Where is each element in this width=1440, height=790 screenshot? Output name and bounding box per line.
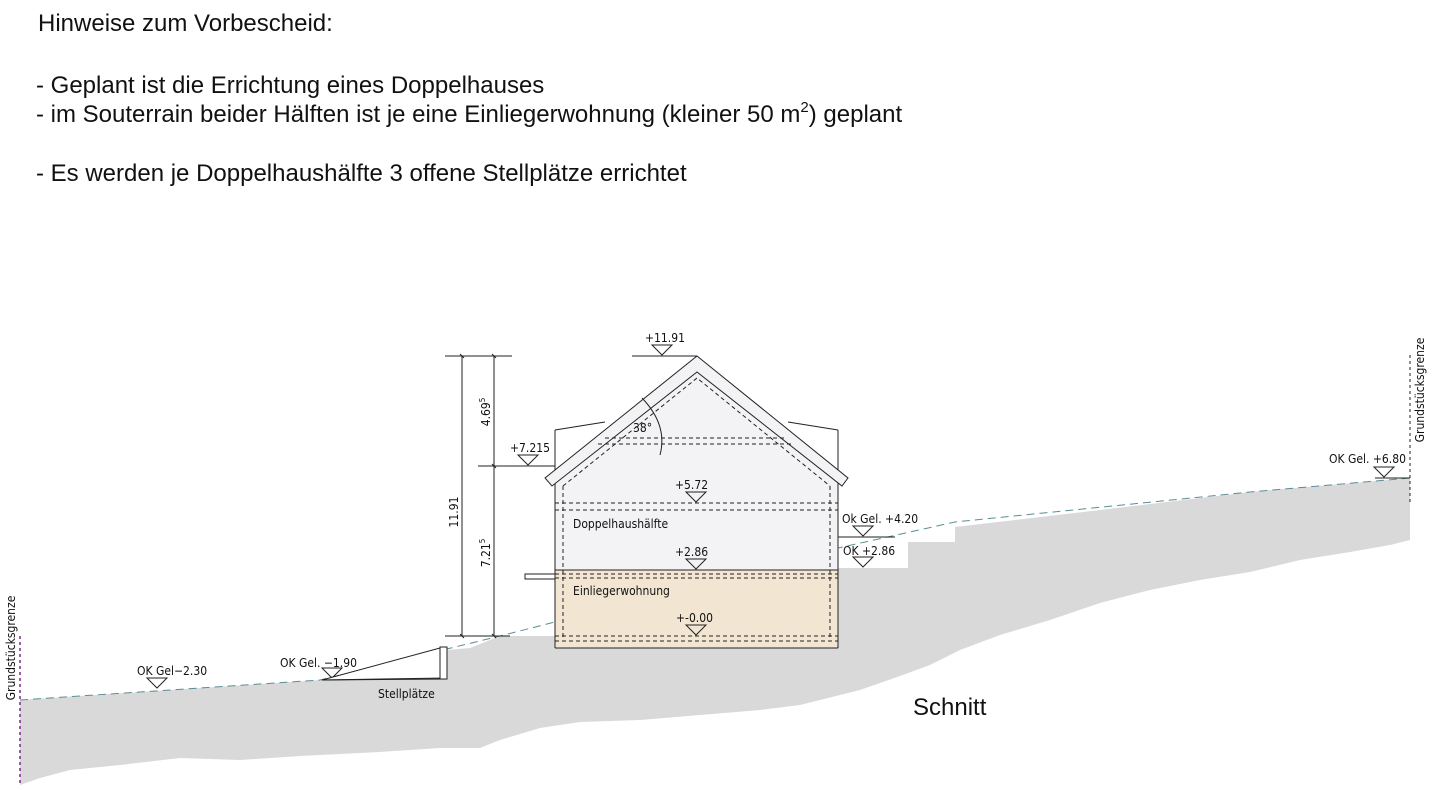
drawing-title: Schnitt — [913, 694, 987, 721]
roof-pitch-label: 38° — [633, 421, 652, 435]
note-item: - im Souterrain beider Hälften ist je ei… — [36, 99, 903, 129]
level-terrain-far-right: OK Gel. +6.80 — [1329, 452, 1406, 466]
level-ridge: +11.91 — [645, 331, 685, 345]
note-item: - Geplant ist die Errichtung eines Doppe… — [36, 72, 545, 99]
notes-title: Hinweise zum Vorbescheid: — [38, 10, 333, 37]
level-eaves: +7.215 — [510, 441, 550, 455]
dim-wall-height: 7.215 — [478, 539, 493, 568]
house-section — [524, 355, 849, 649]
level-terrace-right: OK +2.86 — [843, 544, 895, 558]
room-label-upper: Doppelhaushälfte — [573, 517, 668, 531]
dim-roof-height: 4.695 — [478, 398, 493, 427]
dim-total-height: 11.91 — [447, 497, 461, 528]
level-terrain-far-left: OK Gel−2.30 — [137, 664, 207, 678]
note-item-tail: ) geplant — [808, 101, 903, 128]
level-terrain-right: Ok Gel. +4.20 — [842, 512, 918, 526]
room-label-basement: Einliegerwohnung — [573, 584, 670, 598]
level-basement-floor: +-0.00 — [676, 611, 713, 625]
level-ground-floor: +2.86 — [675, 545, 708, 559]
property-line-label-left: Grundstücksgrenze — [4, 595, 18, 700]
ground-mass — [20, 478, 1410, 785]
room-label-parking: Stellplätze — [378, 687, 435, 701]
property-line-label-right: Grundstücksgrenze — [1413, 337, 1427, 442]
level-markers — [145, 344, 1396, 689]
note-item: - Es werden je Doppelhaushälfte 3 offene… — [36, 160, 687, 187]
note-item-text: - im Souterrain beider Hälften ist je ei… — [36, 101, 801, 128]
parking-ramp — [321, 646, 448, 681]
dimension-lines — [445, 353, 1410, 639]
level-upper-floor: +5.72 — [675, 478, 708, 492]
level-terrain-parking: OK Gel. −1.90 — [280, 656, 357, 670]
superscript: 2 — [800, 99, 809, 116]
